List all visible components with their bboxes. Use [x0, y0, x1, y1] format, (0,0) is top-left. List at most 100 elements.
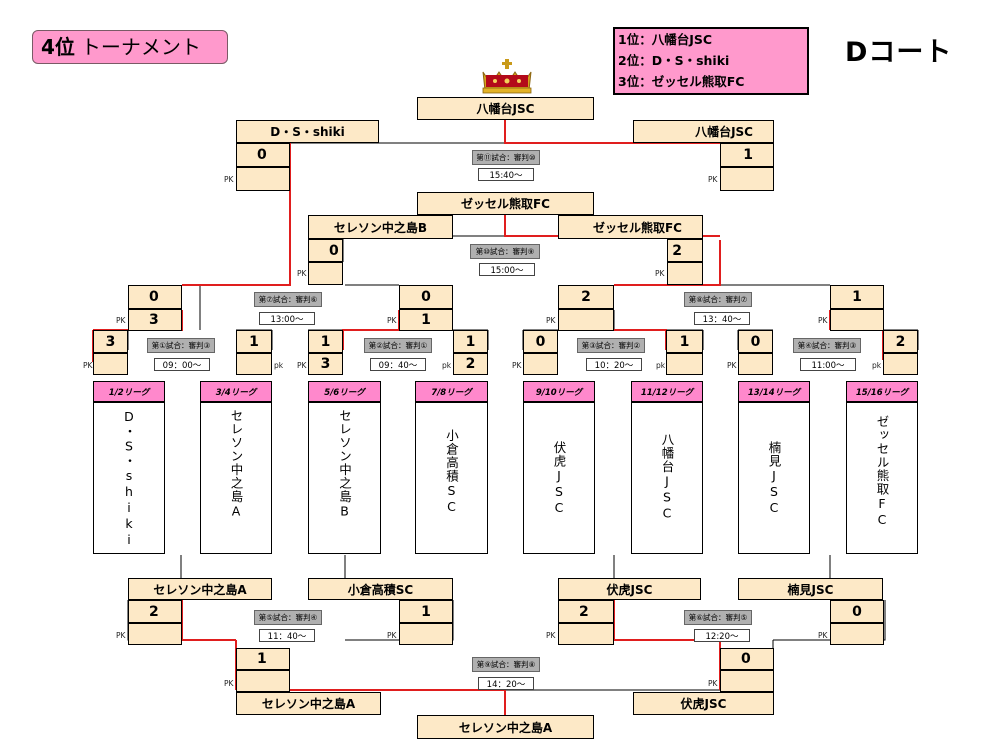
round1-score-3: 1	[308, 330, 343, 353]
round1-score-5: 0	[523, 330, 558, 353]
round1-score-7: 0	[738, 330, 773, 353]
pk-label: PK	[708, 175, 718, 184]
lower-final-left-pk	[236, 670, 290, 692]
lower-right-pk-1	[558, 623, 614, 645]
semi-right-pk-score	[667, 262, 703, 285]
semi-right-score: 2	[667, 239, 703, 262]
pk-label: PK	[387, 316, 397, 325]
semi-left-score: 0	[308, 239, 343, 262]
round1-match-time-3: 10：20～	[586, 358, 642, 371]
result-third: 3位：ゼッセル熊取FC	[618, 74, 745, 89]
round1-score-6: 1	[666, 330, 703, 353]
lower-right-score-2: 0	[830, 600, 884, 623]
pk-label: pk	[274, 361, 284, 370]
pk-label: PK	[116, 631, 126, 640]
round1-score-4: 1	[453, 330, 488, 353]
title-label: トーナメント	[80, 35, 201, 59]
team-name-5: 伏虎JSC	[523, 402, 595, 554]
round2-match-label-1: 第⑦試合：審判⑥	[254, 292, 322, 307]
lower-right-match-time: 12:20～	[694, 629, 750, 642]
round1-pk-score-8	[883, 353, 918, 375]
lower-left-pk-1	[128, 623, 182, 645]
team-name-3: セレソン中之島B	[308, 402, 381, 554]
round1-match-time-2: 09：40～	[370, 358, 426, 371]
team-name-4: 小倉高積SC	[415, 402, 488, 554]
round2-match-time-2: 13：40～	[694, 312, 750, 325]
semi-right-team: ゼッセル熊取FC	[558, 215, 703, 239]
final-left-team: D・S・shiki	[236, 120, 379, 143]
round1-match-label-1: 第①試合：審判③	[147, 338, 215, 353]
lower-left-team-1: セレソン中之島A	[128, 578, 272, 600]
round1-match-label-2: 第②試合：審判①	[364, 338, 432, 353]
lower-right-match-label: 第⑥試合：審判⑤	[684, 610, 752, 625]
semi-left-team: セレソン中之島B	[308, 215, 453, 239]
round1-pk-score-7	[738, 353, 773, 375]
league-label-3: 5/6リーグ	[308, 381, 381, 402]
team-name-8: ゼッセル熊取FC	[846, 402, 918, 554]
pk-label: pk	[442, 361, 452, 370]
pk-label: PK	[83, 361, 93, 370]
semi-match-label: 第⑩試合：審判⑨	[470, 244, 540, 259]
round1-match-time-4: 11:00～	[800, 358, 856, 371]
lower-left-match-label: 第⑤試合：審判④	[254, 610, 322, 625]
team-name-7: 楠見JSC	[738, 402, 810, 554]
round1-pk-score-2	[236, 353, 272, 375]
pk-label: PK	[297, 361, 307, 370]
pk-label: PK	[297, 269, 307, 278]
crown-icon	[482, 59, 532, 94]
lower-right-pk-2	[830, 623, 884, 645]
semi-match-time: 15:00～	[479, 263, 535, 276]
pk-label: PK	[116, 316, 126, 325]
lower-winner-cell: セレソン中之島A	[417, 715, 594, 739]
pk-label: PK	[546, 316, 556, 325]
round1-pk-score-3: 3	[308, 353, 343, 375]
result-second: 2位：D・S・shiki	[618, 53, 730, 68]
round1-pk-score-1	[93, 353, 128, 375]
round1-score-2: 1	[236, 330, 272, 353]
round2-match-time-1: 13:00～	[259, 312, 315, 325]
lower-final-match-time: 14：20～	[478, 677, 534, 690]
league-label-5: 9/10リーグ	[523, 381, 595, 402]
final-left-score: 0	[236, 143, 290, 167]
pk-label: PK	[655, 269, 665, 278]
lower-final-left-score: 1	[236, 648, 290, 670]
round1-match-time-1: 09：00～	[154, 358, 210, 371]
round1-match-label-4: 第④試合：審判③	[793, 338, 861, 353]
champion-cell: 八幡台JSC	[417, 97, 594, 120]
semi-winner-cell: ゼッセル熊取FC	[417, 192, 594, 215]
pk-label: PK	[546, 631, 556, 640]
league-label-7: 13/14リーグ	[738, 381, 810, 402]
pk-label: PK	[224, 175, 234, 184]
rank-label: 4位	[41, 35, 75, 59]
lower-left-score-2: 1	[399, 600, 453, 623]
round1-pk-score-5	[523, 353, 558, 375]
round2-pk-score-4	[830, 309, 884, 331]
final-right-team: 八幡台JSC	[633, 120, 774, 143]
league-label-2: 3/4リーグ	[200, 381, 272, 402]
pk-label: PK	[818, 316, 828, 325]
lower-final-right-pk	[720, 670, 774, 692]
pk-label: PK	[387, 631, 397, 640]
pk-label: PK	[727, 361, 737, 370]
round2-score-2: 0	[399, 285, 453, 309]
results-box: 1位：八幡台JSC 2位：D・S・shiki 3位：ゼッセル熊取FC	[613, 27, 809, 95]
title-badge: 4位トーナメント	[32, 30, 228, 64]
final-right-pk-score	[720, 167, 774, 191]
result-first: 1位：八幡台JSC	[618, 32, 713, 47]
league-label-1: 1/2リーグ	[93, 381, 165, 402]
lower-final-match-label: 第⑨試合：審判⑧	[472, 657, 540, 672]
round1-match-label-3: 第③試合：審判②	[577, 338, 645, 353]
league-label-6: 11/12リーグ	[631, 381, 703, 402]
round1-pk-score-6	[666, 353, 703, 375]
round2-pk-score-1: 3	[128, 309, 182, 331]
team-name-1: D・S・shiki	[93, 402, 165, 554]
team-name-2: セレソン中之島A	[200, 402, 272, 554]
round1-pk-score-4: 2	[453, 353, 488, 375]
pk-label: PK	[224, 679, 234, 688]
lower-left-match-time: 11：40～	[259, 629, 315, 642]
pk-label: PK	[818, 631, 828, 640]
league-label-8: 15/16リーグ	[846, 381, 918, 402]
final-match-time: 15:40～	[478, 168, 534, 181]
round1-score-8: 2	[883, 330, 918, 353]
